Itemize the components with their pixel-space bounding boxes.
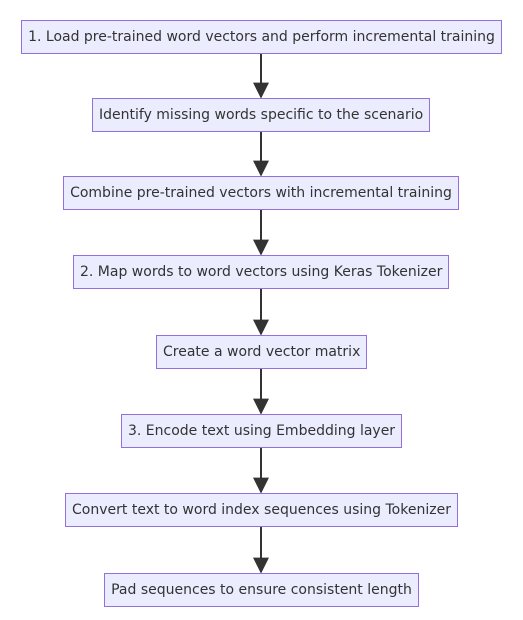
node-identify-missing-words: Identify missing words specific to the s… [92, 98, 430, 132]
node-load-pretrained-vectors: 1. Load pre-trained word vectors and per… [21, 20, 502, 54]
node-create-vector-matrix: Create a word vector matrix [156, 335, 367, 369]
node-pad-sequences: Pad sequences to ensure consistent lengt… [104, 573, 419, 607]
node-encode-embedding: 3. Encode text using Embedding layer [121, 414, 402, 448]
node-convert-to-sequences: Convert text to word index sequences usi… [65, 493, 458, 527]
node-combine-vectors: Combine pre-trained vectors with increme… [63, 176, 459, 210]
node-map-words-tokenizer: 2. Map words to word vectors using Keras… [73, 255, 449, 289]
